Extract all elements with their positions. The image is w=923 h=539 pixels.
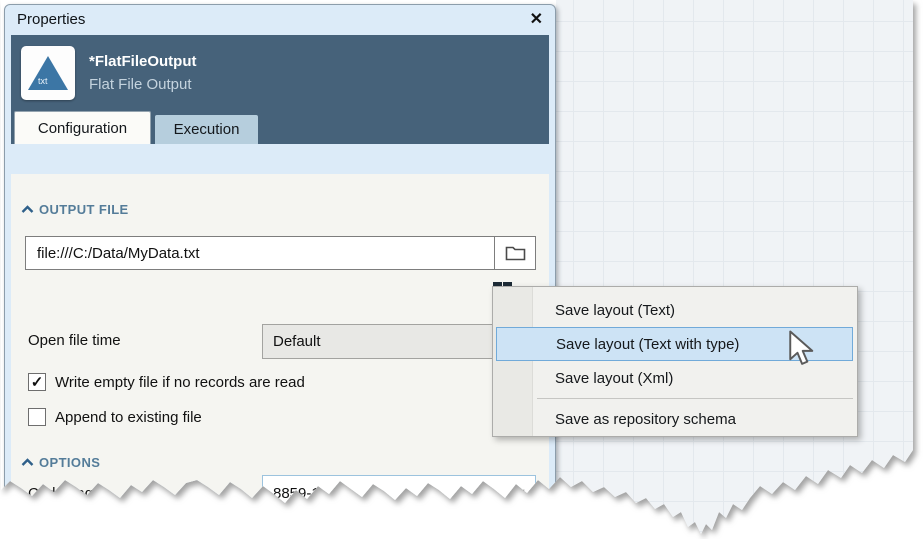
- chevron-up-icon: [21, 458, 34, 466]
- append-existing-checkbox-row[interactable]: Append to existing file: [28, 408, 202, 426]
- checkbox-checked-icon[interactable]: ✓: [28, 373, 46, 391]
- icon-label: txt: [38, 76, 48, 86]
- menu-item-save-as-repository-schema[interactable]: Save as repository schema: [555, 410, 736, 428]
- open-file-time-select[interactable]: Default: [262, 324, 536, 359]
- section-output-file[interactable]: OUTPUT FILE: [21, 202, 129, 217]
- menu-item-save-layout-text[interactable]: Save layout (Text): [555, 301, 676, 319]
- menu-icon-gutter: [493, 287, 533, 436]
- open-file-time-label: Open file time: [28, 332, 121, 349]
- append-existing-label: Append to existing file: [55, 408, 202, 426]
- panel-title: Properties: [17, 11, 86, 28]
- code-page-value: 8859-1: [273, 484, 320, 502]
- menu-item-save-layout-xml[interactable]: Save layout (Xml): [555, 369, 674, 387]
- close-icon[interactable]: ✕: [529, 10, 543, 28]
- component-header: txt *FlatFileOutput Flat File Output Con…: [11, 35, 549, 144]
- graph-paper-background: [556, 0, 913, 534]
- file-url-input[interactable]: [26, 237, 494, 269]
- configuration-tab-content: OUTPUT FILE: [11, 174, 549, 523]
- save-layout-menu: Save layout (Text) Save layout (Text wit…: [492, 286, 858, 437]
- chevron-up-icon: [21, 205, 34, 213]
- properties-panel: Properties ✕ txt *FlatFileOutput Flat Fi…: [4, 4, 556, 524]
- write-empty-file-label: Write empty file if no records are read: [55, 373, 305, 391]
- tab-configuration[interactable]: Configuration: [14, 111, 151, 144]
- component-name: *FlatFileOutput: [89, 52, 197, 70]
- write-empty-file-checkbox-row[interactable]: ✓ Write empty file if no records are rea…: [28, 373, 305, 391]
- section-options[interactable]: OPTIONS: [21, 455, 100, 470]
- browse-file-button[interactable]: [494, 237, 535, 269]
- open-file-time-value: Default: [273, 333, 321, 350]
- flat-file-output-icon: txt: [21, 46, 75, 100]
- folder-icon: [505, 246, 525, 261]
- section-output-file-label: OUTPUT FILE: [39, 202, 129, 217]
- mouse-cursor-icon: [788, 330, 815, 371]
- code-page-select[interactable]: 8859-1 ˅: [262, 475, 536, 511]
- tab-execution[interactable]: Execution: [155, 115, 258, 144]
- chevron-down-icon: ˅: [517, 486, 525, 500]
- section-options-label: OPTIONS: [39, 455, 101, 470]
- panel-titlebar: Properties ✕: [5, 5, 555, 34]
- checkbox-unchecked-icon[interactable]: [28, 408, 46, 426]
- code-page-label: Code page: [28, 485, 102, 502]
- component-type: Flat File Output: [89, 76, 192, 93]
- file-url-field: [25, 236, 536, 270]
- menu-separator: [537, 398, 853, 399]
- tab-bar: Configuration Execution: [11, 111, 549, 144]
